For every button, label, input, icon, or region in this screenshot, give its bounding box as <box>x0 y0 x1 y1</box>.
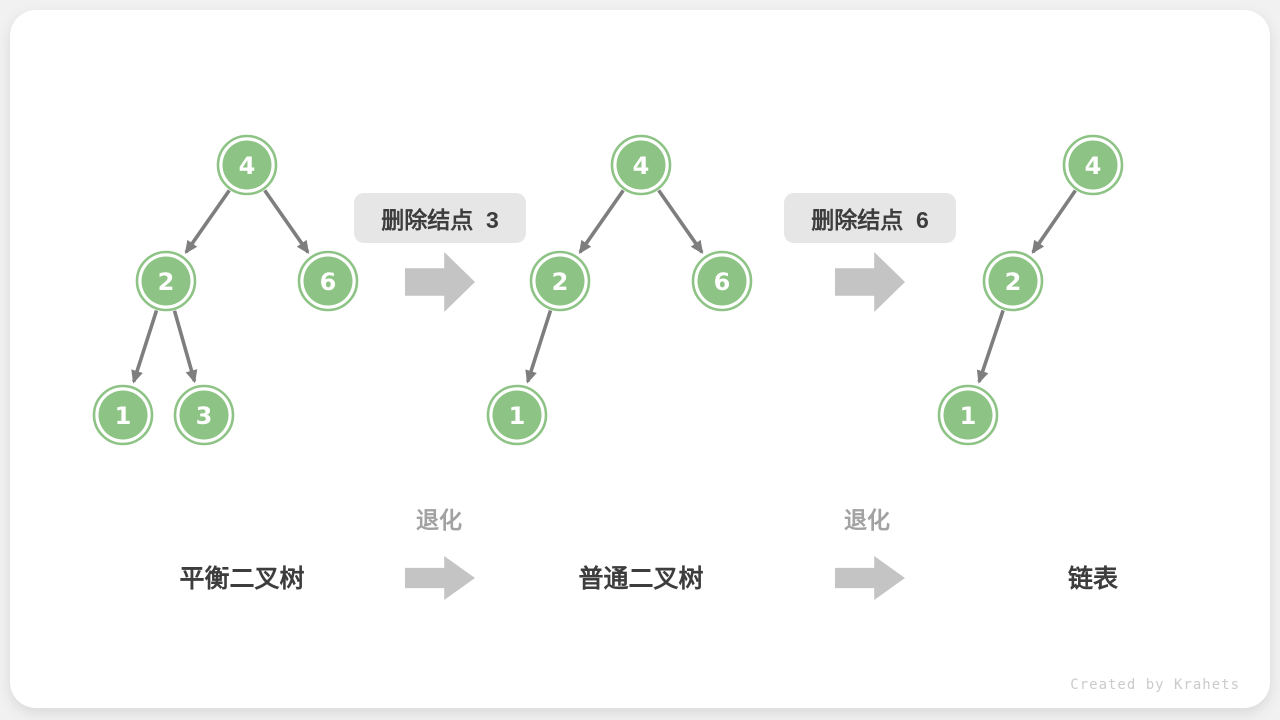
tree-node-label: 2 <box>158 268 175 296</box>
tree-node-4: 4 <box>610 134 672 196</box>
tree-edge-4-2 <box>184 189 231 254</box>
tree-node-label: 1 <box>509 402 526 430</box>
tree-node-4: 4 <box>1062 134 1124 196</box>
tree-node-2: 2 <box>529 250 591 312</box>
tree-edge-2-3 <box>172 310 198 384</box>
watermark: Created by Krahets <box>1070 677 1240 693</box>
tree-node-label: 2 <box>1005 268 1022 296</box>
tree-node-1: 1 <box>92 384 154 446</box>
tree-node-label: 6 <box>714 268 731 296</box>
tree-edge-4-6 <box>657 189 704 254</box>
tree-node-1: 1 <box>486 384 548 446</box>
tree-node-3: 3 <box>173 384 235 446</box>
tree-node-label: 1 <box>960 402 977 430</box>
tree-node-label: 3 <box>196 402 213 430</box>
tree-node-6: 6 <box>691 250 753 312</box>
tree-edge-4-6 <box>263 189 310 254</box>
stage-caption-ordinary-binary-tree: 普通二叉树 <box>578 565 704 593</box>
degrade-label-2: 退化 <box>844 507 890 533</box>
tree-edge-2-1 <box>525 309 553 384</box>
stage-caption-linked-list: 链表 <box>1067 565 1119 593</box>
diagram-card: 4 2 6 1 3 4 2 6 1 4 2 1 删除结点 3 删除结点 6 退化 退化 平衡二叉树 普… <box>10 10 1270 708</box>
callout-delete-node-3: 删除结点 3 <box>354 193 526 243</box>
tree-edge-2-1 <box>131 309 159 384</box>
stage-caption-balanced-binary-tree: 平衡二叉树 <box>179 565 305 593</box>
tree-node-label: 2 <box>552 268 569 296</box>
tree-node-label: 1 <box>115 402 132 430</box>
tree-linked-list: 4 2 1 <box>937 134 1124 446</box>
tree-edge-2-1 <box>976 309 1005 384</box>
tree-node-label: 4 <box>1085 152 1102 180</box>
tree-balanced-binary-tree: 4 2 6 1 3 <box>92 134 359 446</box>
tree-node-1: 1 <box>937 384 999 446</box>
tree-node-4: 4 <box>216 134 278 196</box>
tree-node-6: 6 <box>297 250 359 312</box>
tree-ordinary-binary-tree: 4 2 6 1 <box>486 134 753 446</box>
degrade-label-1: 退化 <box>416 507 462 533</box>
tree-edge-4-2 <box>1031 189 1077 254</box>
tree-node-2: 2 <box>982 250 1044 312</box>
callout-delete-node-6: 删除结点 6 <box>784 193 956 243</box>
tree-node-label: 4 <box>633 152 650 180</box>
tree-node-label: 4 <box>239 152 256 180</box>
tree-edge-4-2 <box>578 189 625 254</box>
tree-node-2: 2 <box>135 250 197 312</box>
tree-node-label: 6 <box>320 268 337 296</box>
